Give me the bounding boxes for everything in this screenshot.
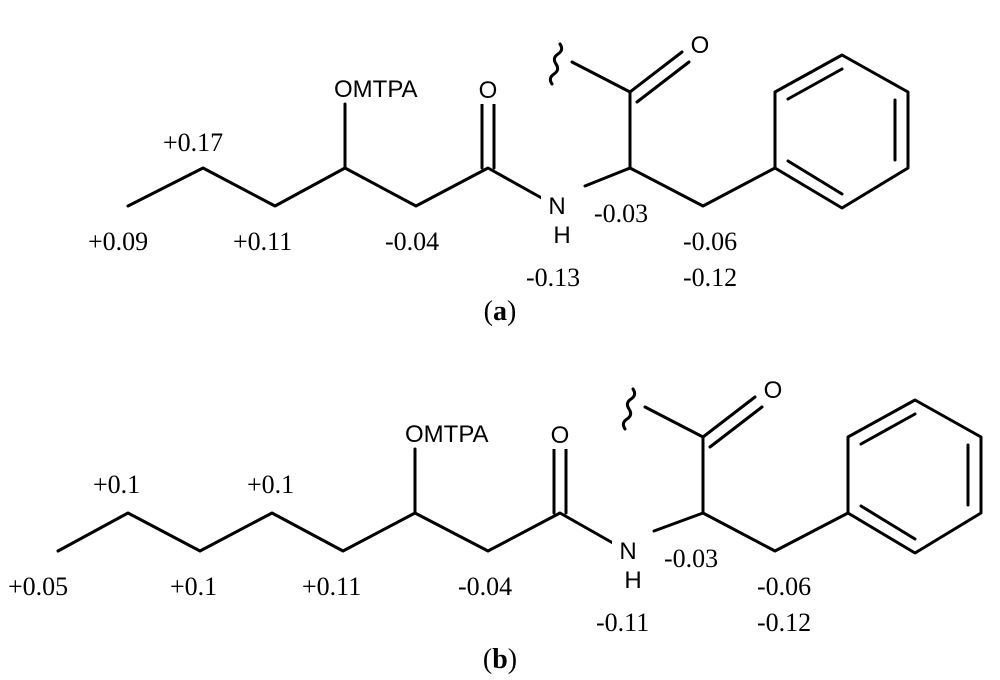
amide-oxygen-label-b: O: [551, 422, 570, 449]
shift-c3-b: +0.1: [170, 572, 217, 601]
ring-double-b-1: [859, 412, 917, 446]
ketone-oxygen-label-a: O: [691, 32, 710, 59]
ketone-oxygen-label-b: O: [764, 377, 783, 404]
hydrogen-label-a: H: [553, 222, 570, 249]
shift-c5-b: +0.11: [302, 572, 361, 601]
amide-oxygen-label-a: O: [479, 77, 498, 104]
nitrogen-label-b: N: [619, 538, 636, 565]
wavy-bond-b: [621, 387, 637, 431]
shift-calpha-b: -0.04: [458, 572, 512, 601]
panel-a: N H O O OMTPA +0.09 +0.17 +0.11 -0.04 -0…: [88, 30, 910, 327]
panel-label-b: (b): [483, 644, 517, 675]
nitrogen-label-a: N: [548, 193, 565, 220]
wavy-bond-a: [548, 42, 564, 86]
shift-calpha-a: -0.04: [385, 227, 439, 256]
shift-phe-alpha-a: -0.03: [594, 199, 648, 228]
cco-wavy-bond-a: [570, 60, 632, 94]
cco-wavy-bond-b: [643, 405, 705, 439]
ring-double-b-3: [859, 504, 917, 541]
shift-c1-b: +0.05: [8, 572, 68, 601]
ketone-bond-a-1: [628, 50, 684, 94]
ketone-bond-b-1: [701, 395, 757, 439]
shift-phe-alpha-b: -0.03: [664, 544, 718, 573]
shift-phe-beta2-b: -0.12: [757, 608, 811, 637]
shift-c3-a: +0.11: [233, 227, 292, 256]
shift-phe-beta1-a: -0.06: [683, 227, 737, 256]
backbone-b: [56, 511, 629, 553]
shift-c1-a: +0.09: [88, 227, 148, 256]
omtpa-label-a: OMTPA: [334, 76, 418, 103]
ring-double-a-1: [786, 67, 844, 101]
omtpa-label-b: OMTPA: [405, 421, 489, 448]
n-calpha-bond-b: [652, 511, 705, 533]
benzyl-chain-b: [701, 511, 850, 553]
panel-b: N H O O OMTPA +0.05 +0.1 +0.1 +0.1 +0.11…: [8, 375, 983, 675]
panel-label-a: (a): [484, 296, 517, 327]
shift-phe-beta1-b: -0.06: [757, 572, 811, 601]
shift-nh-a: -0.13: [526, 263, 580, 292]
ketone-bond-a-2: [635, 60, 691, 104]
shift-c2-a: +0.17: [163, 128, 223, 157]
benzene-ring-b: [846, 398, 983, 555]
shift-phe-beta2-a: -0.12: [683, 263, 737, 292]
benzyl-chain-a: [628, 166, 777, 208]
shift-nh-b: -0.11: [596, 608, 649, 637]
ketone-bond-b-2: [708, 405, 764, 449]
ring-double-a-3: [786, 159, 844, 196]
shift-c4-b: +0.1: [247, 470, 294, 499]
benzene-ring-a: [773, 53, 910, 210]
n-calpha-bond-a: [583, 166, 632, 188]
backbone-a: [126, 166, 558, 208]
shift-c2-b: +0.1: [93, 470, 140, 499]
hydrogen-label-b: H: [624, 567, 641, 594]
